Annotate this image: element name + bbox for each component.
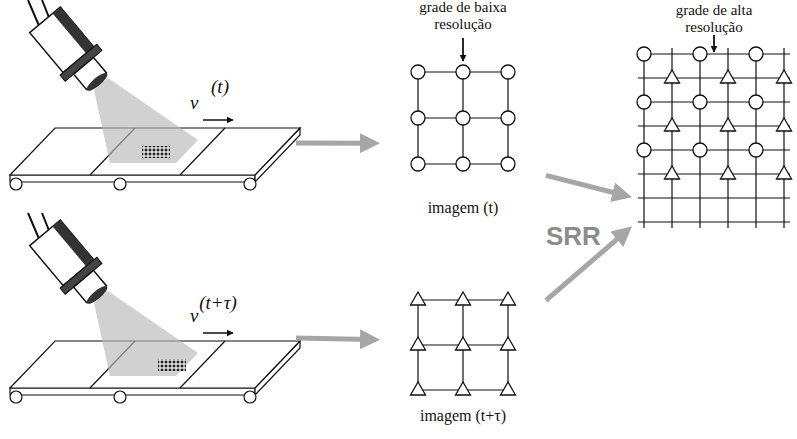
pixel-circle: [411, 157, 425, 171]
pixel-circle: [501, 65, 515, 79]
camera-conveyor: [10, 213, 300, 403]
low-resolution-grid: imagem (t+τ): [380, 282, 546, 405]
camera-scene: (t): [5, 5, 296, 210]
high-resolution-grid: grade de alta resolução: [632, 42, 790, 236]
camera-conveyor: [10, 0, 300, 190]
velocity-symbol: v⃗: [190, 306, 213, 327]
flow-arrow: [546, 175, 622, 194]
pixel-triangle: [411, 382, 426, 395]
pixel-triangle: [456, 292, 471, 305]
pixel-triangle: [456, 382, 471, 395]
grid-line: [755, 48, 756, 228]
pixel-triangle: [721, 70, 736, 83]
pixel-circle: [501, 111, 515, 125]
pixel-circle: [501, 157, 515, 171]
camera-scene: (t+τ): [5, 218, 296, 423]
pixel-triangle: [777, 118, 792, 131]
pixel-triangle: [777, 166, 792, 179]
pointer-arrow: [462, 38, 464, 61]
pixel-circle: [456, 157, 470, 171]
pixel-triangle: [456, 337, 471, 350]
pixel-triangle: [665, 166, 680, 179]
pixel-triangle: [411, 337, 426, 350]
pixel-circle: [749, 95, 763, 109]
process-name: SRR: [546, 222, 601, 251]
grid-line: [638, 125, 790, 126]
pixel-circle: [411, 111, 425, 125]
grid-heading: grade de baixa resolução: [407, 0, 519, 32]
pixel-circle: [693, 143, 707, 157]
pixel-triangle: [721, 166, 736, 179]
node-label: (t+τ): [173, 293, 263, 314]
pixel-circle: [637, 95, 651, 109]
grid-line: [638, 101, 790, 102]
grid-line: [643, 48, 644, 228]
grid-line: [638, 77, 790, 78]
image-patch: [142, 146, 170, 158]
pixel-circle: [456, 65, 470, 79]
grid-line: [638, 197, 790, 198]
pixel-circle: [637, 143, 651, 157]
node-label: imagem (t): [388, 199, 538, 217]
pixel-circle: [749, 47, 763, 61]
flow-arrow: [296, 140, 370, 145]
grid-line: [638, 53, 790, 54]
low-resolution-grid: grade de baixa resoluçãoimagem (t): [380, 55, 546, 195]
pixel-circle: [749, 143, 763, 157]
pixel-triangle: [501, 337, 516, 350]
image-patch: [158, 359, 186, 371]
velocity-symbol: v⃗: [190, 93, 213, 114]
pixel-circle: [456, 111, 470, 125]
grid-line: [638, 149, 790, 150]
grid-line: [638, 173, 790, 174]
pixel-circle: [693, 47, 707, 61]
pixel-triangle: [777, 70, 792, 83]
pixel-triangle: [501, 292, 516, 305]
pixel-triangle: [665, 118, 680, 131]
node-label: imagem (t+τ): [388, 407, 538, 425]
pixel-triangle: [501, 382, 516, 395]
pointer-arrow: [713, 35, 715, 52]
pixel-triangle: [721, 118, 736, 131]
pixel-circle: [693, 95, 707, 109]
grid-line: [638, 221, 790, 222]
pixel-triangle: [665, 70, 680, 83]
pixel-circle: [637, 47, 651, 61]
node-label: grade de alta resolução: [658, 2, 770, 35]
pixel-triangle: [411, 292, 426, 305]
flow-arrow: [296, 338, 370, 340]
grid-line: [699, 48, 700, 228]
pixel-circle: [411, 65, 425, 79]
